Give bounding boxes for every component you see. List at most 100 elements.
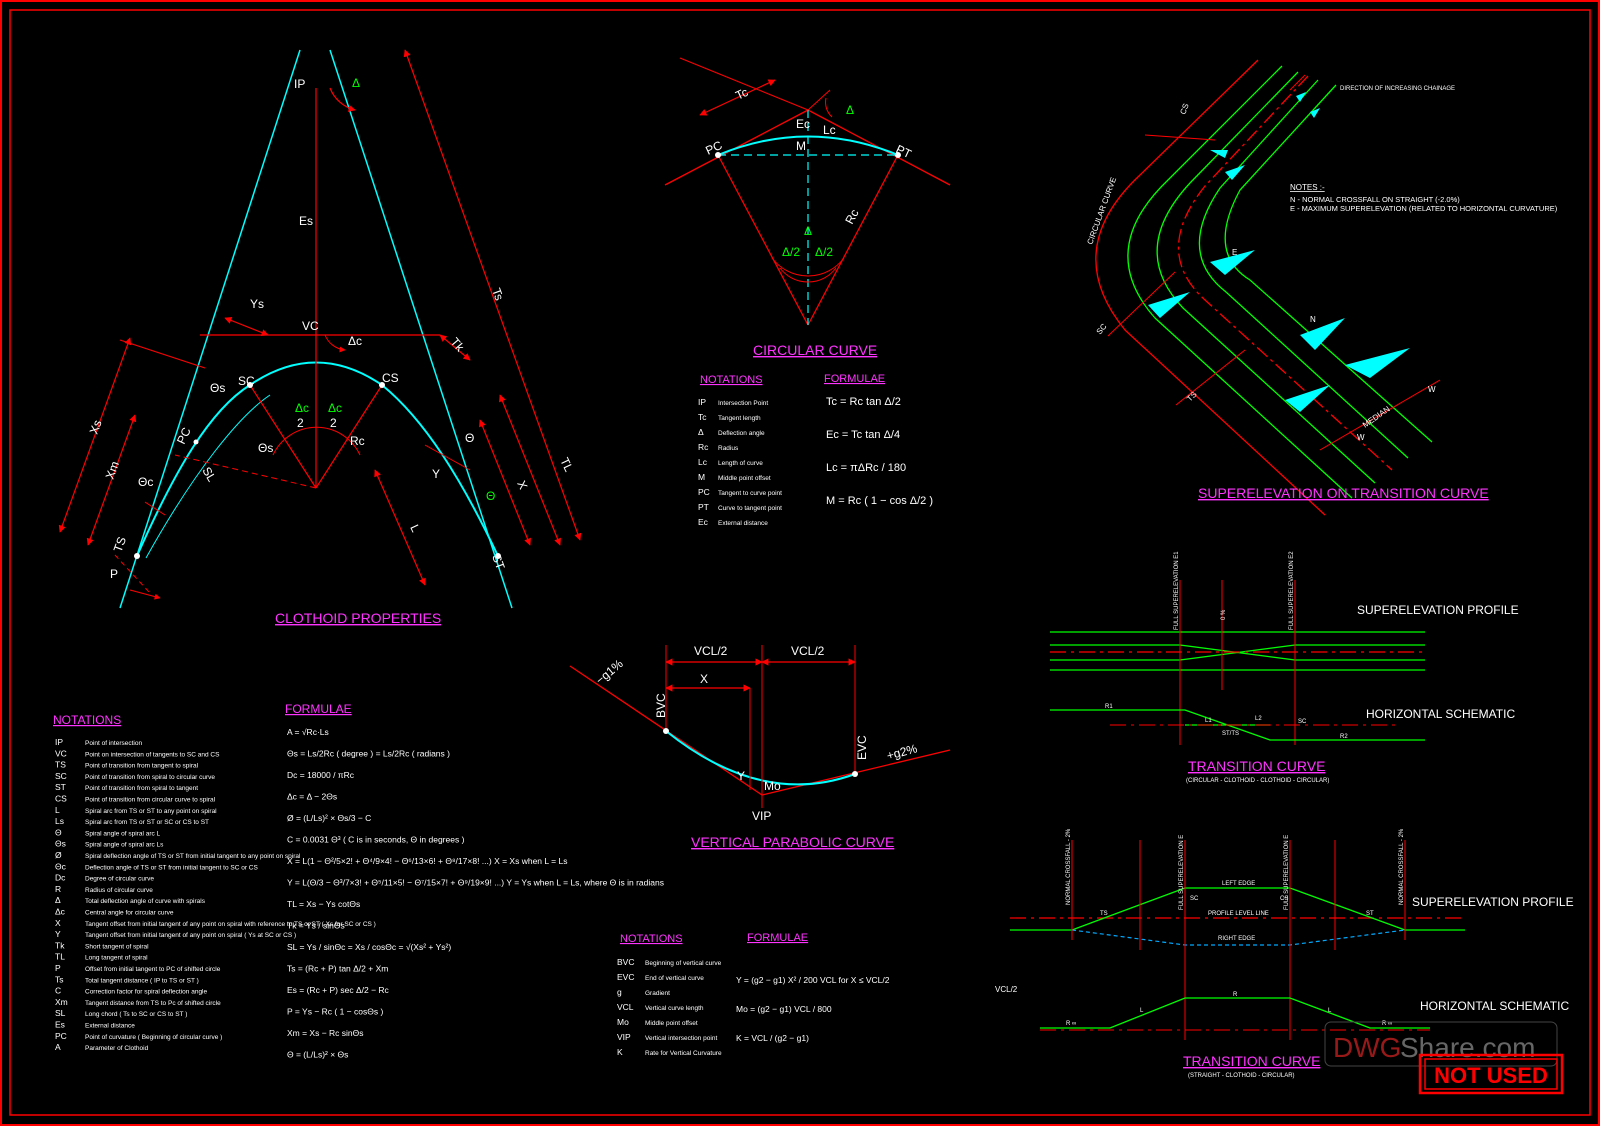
se-notes-title: NOTES :- [1290, 183, 1325, 192]
circ-label-m: M [796, 139, 806, 153]
clothoid-notation-symbol: VC [55, 748, 67, 758]
circular-notation-symbol: Ec [698, 517, 709, 527]
tc2-label-right-edge: RIGHT EDGE [1218, 936, 1255, 942]
label-vc: VC [302, 319, 319, 333]
clothoid-notation-description: Correction factor for spiral deflection … [85, 989, 208, 996]
tc1-label-full-left: FULL SUPERELEVATION E1 [1174, 551, 1180, 630]
clothoid-formula: P = Ys − Rc ( 1 − cosΘs ) [287, 1007, 383, 1017]
clothoid-notation-symbol: ST [55, 782, 66, 792]
tc1-schematic-label: HORIZONTAL SCHEMATIC [1366, 707, 1515, 721]
circular-notation-symbol: Δ [698, 427, 704, 437]
se-label-circular-curve: CIRCULAR CURVE [1085, 176, 1118, 246]
vertical-title: VERTICAL PARABOLIC CURVE [691, 834, 894, 850]
se-direction-note: DIRECTION OF INCREASING CHAINAGE [1340, 86, 1455, 92]
watermark-dwg: DWG [1333, 1032, 1401, 1063]
circ-label-lc: Lc [823, 123, 836, 137]
tc2-label-full2: FULL SUPERELEVATION E [1284, 835, 1290, 910]
transition-curve-1-diagram [1050, 580, 1425, 745]
clothoid-notation-symbol: Dc [55, 873, 66, 883]
vert-label-g2: +g2% [885, 741, 919, 763]
vertical-formulae-list: Y = (g2 − g1) X² / 200 VCL for X ≤ VCL/2… [736, 975, 890, 1043]
vertical-notation-description: Gradient [645, 990, 670, 997]
label-sl: SL [199, 465, 219, 485]
clothoid-notation-description: Central angle for circular curve [85, 910, 174, 917]
tc1-label-full-right: FULL SUPERELEVATION E2 [1289, 551, 1295, 630]
clothoid-notation-symbol: A [55, 1042, 61, 1052]
clothoid-notation-symbol: Θc [55, 861, 67, 871]
not-used-stamp-inner [1424, 1058, 1558, 1090]
watermark-share: Share.com [1400, 1032, 1535, 1063]
se-label-median: MEDIAN [1361, 404, 1392, 429]
label-cs: CS [382, 371, 399, 385]
circ-label-pc: PC [703, 138, 724, 158]
clothoid-notation-symbol: Ø [55, 850, 62, 860]
vertical-notation-symbol: VCL [617, 1002, 634, 1012]
transition-curve-2-diagram [1010, 840, 1465, 1040]
tc2-label-left-edge: LEFT EDGE [1222, 881, 1255, 887]
transition2-title: TRANSITION CURVE [1183, 1053, 1320, 1069]
circular-notation-symbol: PC [698, 487, 710, 497]
clothoid-notation-description: Point of transition from circular curve … [85, 797, 216, 804]
se-note-1: N - NORMAL CROSSFALL ON STRAIGHT (-2.0%) [1290, 195, 1460, 204]
label-p: P [110, 567, 118, 581]
tc2-label-sc: SC [1190, 896, 1199, 902]
label-tk: Tk [448, 335, 468, 355]
circ-label-delta: Δ [846, 103, 854, 117]
label-y: Y [432, 467, 440, 481]
circular-notation-description: Length of curve [718, 460, 763, 467]
clothoid-notation-symbol: TS [55, 760, 66, 770]
clothoid-diagram [58, 49, 582, 609]
clothoid-formula: Dc = 18000 / πRc [287, 770, 355, 780]
label-half-delta2: Δc [328, 401, 342, 415]
label-delta-c: Δc [348, 334, 362, 348]
clothoid-formula: TL = Xs − Ys cotΘs [287, 899, 360, 909]
circular-notation-description: Tangent to curve point [718, 490, 782, 497]
circular-formulae-list: Tc = Rc tan Δ/2Ec = Tc tan Δ/4Lc = πΔRc … [826, 396, 933, 507]
clothoid-notation-description: Total deflection angle of curve with spi… [85, 898, 206, 905]
clothoid-notation-description: Offset from initial tangent to PC of shi… [85, 966, 221, 973]
clothoid-notation-description: Spiral arc from TS or ST to any point on… [85, 808, 217, 815]
clothoid-notation-description: Spiral angle of spiral arc Ls [85, 842, 164, 849]
label-theta: Θ [465, 431, 474, 445]
label-ip: IP [294, 77, 305, 91]
clothoid-notation-description: Degree of circular curve [85, 876, 154, 883]
circular-formula: Tc = Rc tan Δ/2 [826, 396, 901, 408]
tc2-label-l2: L [1328, 1008, 1332, 1014]
circ-label-d2a: Δ/2 [782, 245, 800, 259]
circ-label-pt: PT [894, 142, 914, 161]
circular-formula: M = Rc ( 1 − cos Δ/2 ) [826, 495, 933, 507]
clothoid-formula: Θs = Ls/2Rc ( degree ) = Ls/2Rc ( radian… [287, 749, 450, 759]
tc2-label-st: ST [1366, 911, 1374, 917]
clothoid-notation-description: Long chord ( Ts to SC or CS to ST ) [85, 1011, 187, 1018]
circular-notation-description: Intersection Point [718, 400, 768, 407]
clothoid-notation-symbol: Xm [55, 997, 68, 1007]
clothoid-notation-description: Long tangent of spiral [85, 955, 148, 962]
label-theta-s2: Θs [258, 441, 273, 455]
clothoid-notation-description: Total tangent distance ( IP to TS or ST … [85, 977, 199, 984]
transition2-subtitle: (STRAIGHT - CLOTHOID - CIRCULAR) [1188, 1073, 1295, 1079]
clothoid-notation-symbol: Δ [55, 895, 61, 905]
clothoid-notation-symbol: SC [55, 771, 67, 781]
vertical-formula: K = VCL / (g2 − g1) [736, 1033, 809, 1043]
circular-notation-description: Middle point offset [718, 475, 771, 482]
clothoid-notation-description: Spiral arc from TS or ST or SC or CS to … [85, 819, 209, 826]
